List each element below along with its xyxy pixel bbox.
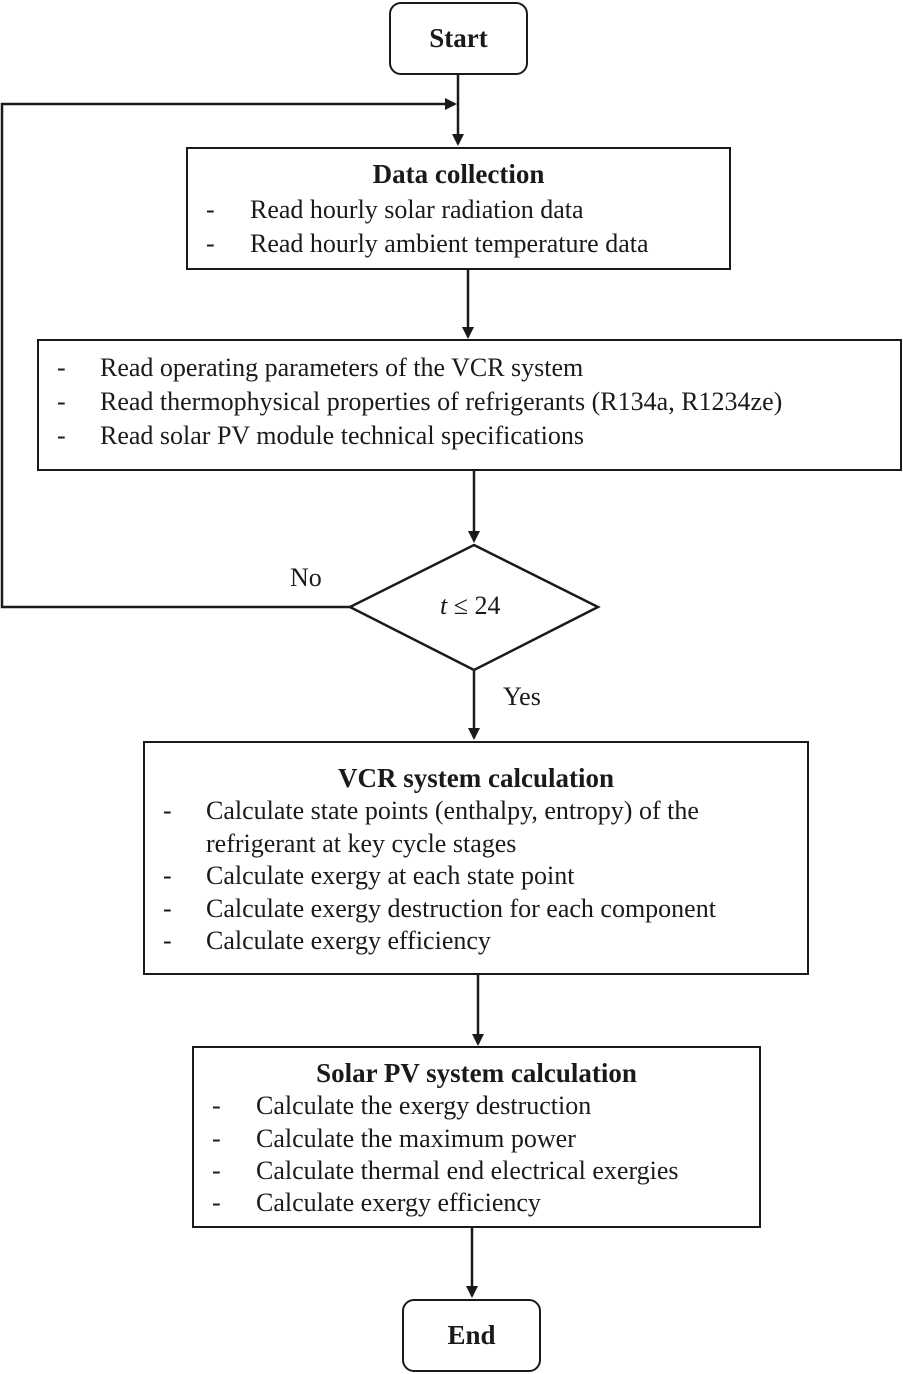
inputs-box: - Read operating parameters of the VCR s… — [37, 339, 902, 471]
data-item-1: Read hourly solar radiation data — [250, 195, 584, 224]
data-item-2: Read hourly ambient temperature data — [250, 229, 649, 258]
vcr-title: VCR system calculation — [338, 763, 614, 793]
bullet-dash: - — [206, 229, 215, 258]
no-label: No — [290, 563, 322, 592]
input-item-1: Read operating parameters of the VCR sys… — [100, 353, 584, 382]
pv-item-4: Calculate exergy efficiency — [256, 1188, 541, 1217]
pv-item-3: Calculate thermal end electrical exergie… — [256, 1156, 679, 1185]
bullet-dash: - — [212, 1188, 221, 1217]
vcr-item-3: Calculate exergy destruction for each co… — [206, 894, 716, 923]
pv-item-2: Calculate the maximum power — [256, 1124, 576, 1153]
bullet-dash: - — [57, 353, 66, 382]
start-terminal: Start — [389, 2, 528, 75]
end-label: End — [447, 1320, 496, 1350]
start-label: Start — [429, 23, 488, 53]
condition-text: ≤ 24 — [447, 591, 501, 620]
vcr-item-1-cont: refrigerant at key cycle stages — [206, 829, 517, 858]
vcr-item-4: Calculate exergy efficiency — [206, 926, 491, 955]
data-collection-box: Data collection - Read hourly solar radi… — [186, 147, 731, 270]
bullet-dash: - — [163, 894, 172, 923]
bullet-dash: - — [212, 1156, 221, 1185]
yes-label: Yes — [503, 682, 541, 711]
bullet-dash: - — [57, 387, 66, 416]
time-variable: t — [440, 591, 448, 620]
bullet-dash: - — [163, 861, 172, 890]
bullet-dash: - — [212, 1091, 221, 1120]
bullet-dash: - — [206, 195, 215, 224]
loop-back-line — [0, 98, 457, 609]
bullet-dash: - — [57, 421, 66, 450]
input-item-2: Read thermophysical properties of refrig… — [100, 387, 783, 416]
input-item-3: Read solar PV module technical specifica… — [100, 421, 584, 450]
decision-diamond — [347, 543, 601, 672]
pv-item-1: Calculate the exergy destruction — [256, 1091, 592, 1120]
end-terminal: End — [402, 1299, 541, 1372]
vcr-item-2: Calculate exergy at each state point — [206, 861, 575, 890]
pv-calculation-box: Solar PV system calculation - Calculate … — [192, 1046, 761, 1228]
decision-condition: t ≤ 24 — [440, 590, 501, 622]
bullet-dash: - — [163, 926, 172, 955]
bullet-dash: - — [212, 1124, 221, 1153]
data-collection-title: Data collection — [372, 159, 545, 189]
pv-title: Solar PV system calculation — [316, 1058, 637, 1088]
vcr-item-1: Calculate state points (enthalpy, entrop… — [206, 796, 699, 825]
bullet-dash: - — [163, 796, 172, 825]
vcr-calculation-box: VCR system calculation - Calculate state… — [143, 741, 809, 975]
